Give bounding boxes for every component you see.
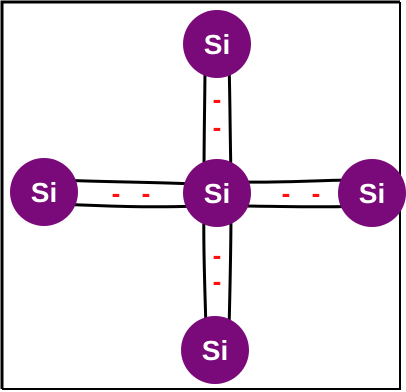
- atom-top-label: Si: [204, 29, 230, 60]
- atom-bottom: Si: [181, 316, 249, 384]
- atom-bottom-label: Si: [202, 335, 228, 366]
- electron-right-2: -: [312, 178, 321, 208]
- atom-right-label: Si: [359, 178, 385, 209]
- bond-left: [59, 178, 196, 209]
- electron-bottom-2: -: [213, 266, 222, 296]
- atom-center-label: Si: [204, 178, 230, 209]
- electron-bottom-1: -: [213, 240, 222, 270]
- electron-top-1: -: [213, 84, 222, 114]
- diagram-frame-right: [2, 2, 401, 390]
- electron-top-2: -: [213, 112, 222, 142]
- electrons-left: - -: [112, 178, 151, 208]
- electrons-right: - -: [282, 178, 321, 208]
- atom-right: Si: [338, 159, 406, 227]
- electrons-top: - -: [213, 84, 222, 142]
- diagram-frame: [0, 0, 400, 389]
- electrons-bottom: - -: [213, 240, 222, 296]
- atom-center: Si: [183, 159, 251, 227]
- atom-left: Si: [10, 158, 78, 226]
- atom-left-label: Si: [31, 177, 57, 208]
- electron-left-1: -: [112, 178, 121, 208]
- atom-top: Si: [183, 10, 251, 78]
- electron-left-2: -: [142, 178, 151, 208]
- electron-right-1: -: [282, 178, 291, 208]
